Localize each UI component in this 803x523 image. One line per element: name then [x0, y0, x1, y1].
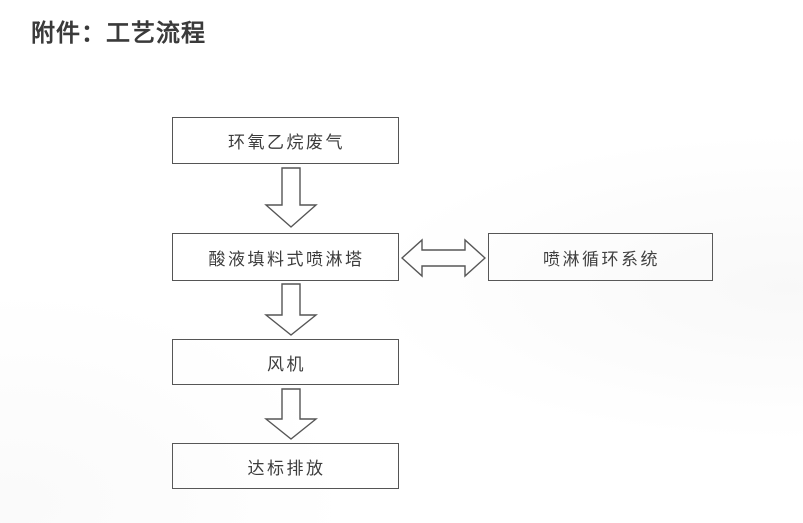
arrow-down-scrubber-to-fan-icon — [263, 283, 319, 337]
flow-node-scrubber: 酸液填料式喷淋塔 — [172, 233, 399, 281]
flow-node-fan-label: 风机 — [267, 354, 306, 375]
flow-node-compliant-emission-label: 达标排放 — [247, 458, 326, 479]
arrow-down-source-to-scrubber-icon — [263, 167, 319, 229]
arrow-bidirectional-scrubber-recirc-icon — [401, 236, 486, 280]
flow-node-scrubber-label: 酸液填料式喷淋塔 — [208, 249, 365, 270]
flow-node-compliant-emission: 达标排放 — [172, 443, 399, 489]
flow-node-source: 环氧乙烷废气 — [172, 117, 399, 164]
flow-node-recirculation-system-label: 喷淋循环系统 — [543, 249, 660, 270]
flow-node-recirculation-system: 喷淋循环系统 — [488, 233, 713, 281]
flow-node-fan: 风机 — [172, 339, 399, 385]
page-title: 附件：工艺流程 — [31, 18, 206, 47]
arrow-down-fan-to-emission-icon — [263, 388, 319, 441]
flow-node-source-label: 环氧乙烷废气 — [228, 133, 345, 153]
